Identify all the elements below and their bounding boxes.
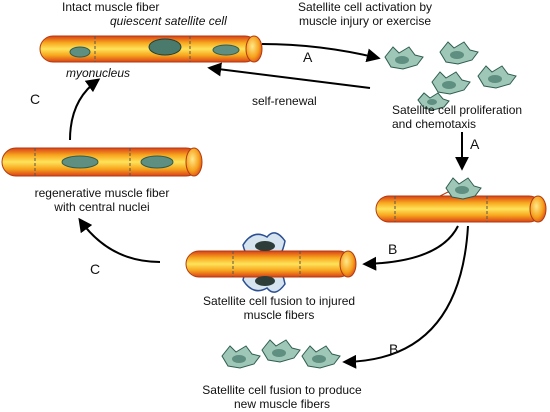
arrow-letter-b-injured: B (388, 241, 398, 257)
arrow-letter-a-top: A (303, 49, 313, 65)
activated-satellite-cells (384, 41, 517, 111)
cells-for-new-fibers (221, 339, 341, 369)
proliferation-label: Satellite cell proliferation and chemota… (392, 103, 523, 131)
fusing-injured-fiber (185, 232, 357, 293)
arrow-letter-a-right: A (470, 136, 480, 152)
quiescent-cell-label: quiescent satellite cell (110, 14, 227, 28)
arrow-regenerative-to-intact (69, 78, 101, 141)
arrow-self-renewal (207, 62, 371, 89)
injured-fiber-with-satellite-cell (375, 177, 547, 223)
intact-fiber-label: Intact muscle fiber (62, 0, 160, 14)
arrow-to-regenerative (78, 217, 161, 263)
regenerative-fiber-label: regenerative muscle fiber with central n… (34, 186, 170, 214)
fusion-new-label: Satellite cell fusion to produce new mus… (202, 383, 362, 411)
regenerative-muscle-fiber (1, 147, 203, 177)
arrow-letter-c-middle: C (90, 261, 101, 277)
self-renewal-label: self-renewal (252, 94, 317, 108)
arrow-letter-b-new: B (389, 341, 399, 357)
intact-muscle-fiber (39, 35, 263, 63)
arrow-fusion-injured (362, 225, 459, 271)
myonucleus-label: myonucleus (66, 66, 131, 80)
myonucleus-shape (69, 46, 91, 58)
fusion-injured-label: Satellite cell fusion to injured muscle … (202, 294, 356, 322)
arrow-activation (261, 43, 381, 63)
activation-label: Satellite cell activation by muscle inju… (297, 0, 433, 28)
quiescent-satellite-cell-shape (148, 38, 182, 56)
arrow-fusion-new (342, 225, 469, 369)
arrow-letter-c-left: C (30, 91, 41, 107)
